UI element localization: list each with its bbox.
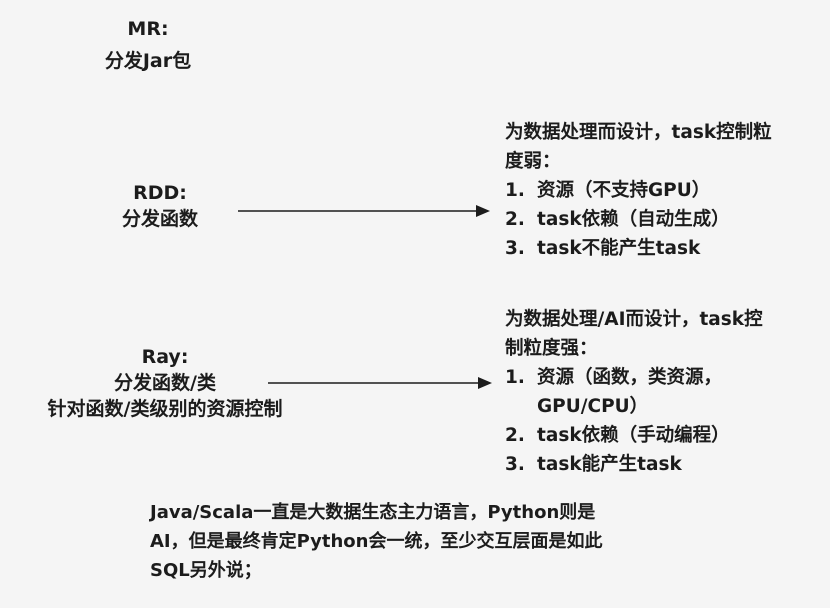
ray-label-block: Ray: 分发函数/类 针对函数/类级别的资源控制: [20, 344, 310, 422]
ray-detail-block: 为数据处理/AI而设计，task控 制粒度强： 1. 资源（函数，类资源， GPU…: [505, 305, 825, 479]
mr-title: MR:: [127, 18, 169, 40]
footer-line-3: SQL另外说；: [150, 560, 262, 581]
rdd-heading-line-1: 为数据处理而设计，task控制粒: [505, 122, 772, 143]
rdd-item-1: 1. 资源（不支持GPU）: [505, 176, 825, 205]
rdd-description: 分发函数: [121, 208, 198, 230]
ray-item-2: 2. task依赖（手动编程）: [505, 421, 825, 450]
rdd-label-block: RDD: 分发函数: [90, 180, 230, 232]
ray-item-3-number: 3.: [505, 454, 525, 475]
rdd-item-2: 2. task依赖（自动生成）: [505, 205, 825, 234]
ray-description-line-2: 针对函数/类级别的资源控制: [47, 398, 283, 420]
ray-item-1-text: 资源（函数，类资源，: [537, 367, 723, 388]
rdd-item-3-number: 3.: [505, 238, 525, 259]
footer-line-1: Java/Scala一直是大数据生态主力语言，Python则是: [150, 502, 596, 523]
rdd-title: RDD:: [133, 182, 187, 204]
rdd-heading-line-2: 度弱：: [505, 151, 561, 172]
ray-item-3: 3. task能产生task: [505, 450, 825, 479]
rdd-item-3-text: task不能产生task: [537, 238, 701, 259]
rdd-item-2-number: 2.: [505, 209, 525, 230]
ray-title: Ray:: [141, 346, 189, 368]
ray-item-1-continuation: GPU/CPU）: [537, 396, 649, 417]
ray-heading-line-2: 制粒度强：: [505, 338, 598, 359]
rdd-item-1-number: 1.: [505, 180, 525, 201]
mr-description: 分发Jar包: [104, 50, 192, 72]
ray-item-1-number: 1.: [505, 367, 525, 388]
footer-line-2: AI，但是最终肯定Python会一统，至少交互层面是如此: [150, 531, 603, 552]
rdd-detail-block: 为数据处理而设计，task控制粒 度弱： 1. 资源（不支持GPU） 2. task…: [505, 118, 825, 263]
rdd-item-1-text: 资源（不支持GPU）: [537, 180, 711, 201]
rdd-item-3: 3. task不能产生task: [505, 234, 825, 263]
rdd-item-2-text: task依赖（自动生成）: [537, 209, 730, 230]
ray-arrow: [268, 377, 492, 389]
ray-item-3-text: task能产生task: [537, 454, 682, 475]
ray-item-2-text: task依赖（手动编程）: [537, 425, 730, 446]
footer-note: Java/Scala一直是大数据生态主力语言，Python则是 AI，但是最终肯…: [150, 498, 810, 585]
ray-item-2-number: 2.: [505, 425, 525, 446]
ray-item-1: 1. 资源（函数，类资源，: [505, 363, 825, 392]
mr-label-block: MR: 分发Jar包: [88, 16, 208, 74]
rdd-arrow: [238, 205, 490, 217]
ray-heading-line-1: 为数据处理/AI而设计，task控: [505, 309, 763, 330]
ray-description-line-1: 分发函数/类: [114, 372, 216, 394]
